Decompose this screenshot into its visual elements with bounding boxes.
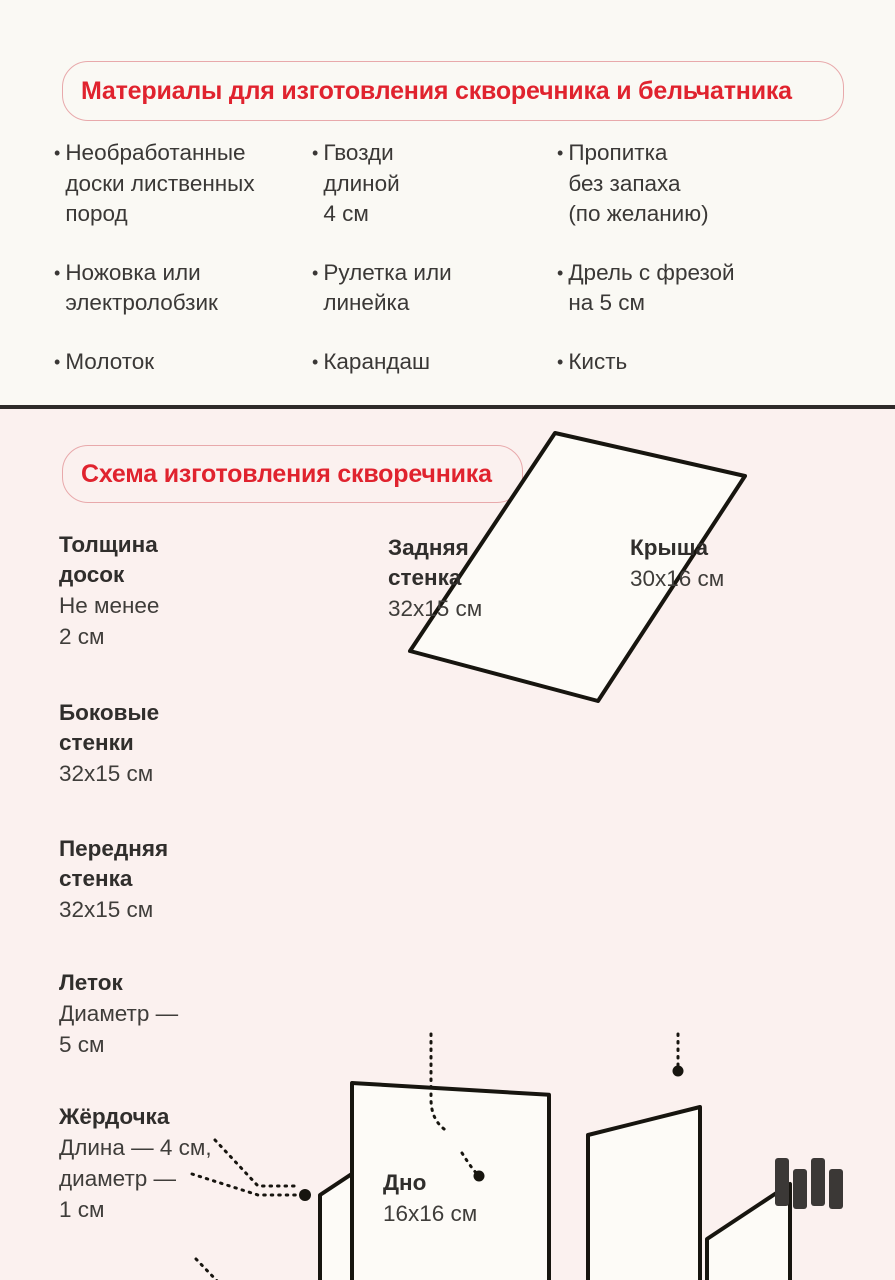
bullet-icon: • <box>557 262 564 283</box>
list-item-text: Карандаш <box>323 348 431 374</box>
materials-section: Материалы для изготовления скворечника и… <box>0 0 895 408</box>
materials-column-2: • Гвозди длиной 4 см • Рулетка или линей… <box>312 138 557 406</box>
list-item-text: Кисть <box>568 348 628 374</box>
bullet-icon: • <box>557 351 564 372</box>
label-subtitle: Не менее 2 см <box>59 593 160 649</box>
scheme-header-pill: Схема изготовления скворечника <box>62 445 523 503</box>
bullet-icon: • <box>312 262 319 283</box>
label-subtitle: 32х15 см <box>59 761 154 786</box>
materials-column-3: • Пропитка без запаха (по желанию) • Дре… <box>557 138 812 406</box>
materials-header-text: Материалы для изготовления скворечника и… <box>81 76 792 105</box>
list-item: • Пропитка без запаха (по желанию) <box>557 138 812 230</box>
label-title: Задняя стенка <box>388 535 469 590</box>
list-item: • Карандаш <box>312 347 557 378</box>
list-item-text: Дрель с фрезой на 5 см <box>568 259 735 316</box>
list-item-text: Ножовка или электролобзик <box>65 259 218 316</box>
label-title: Передняя стенка <box>59 836 169 891</box>
label-subtitle: 32х15 см <box>388 596 483 621</box>
list-item-text: Молоток <box>65 348 155 374</box>
bullet-icon: • <box>54 351 61 372</box>
brand-logo-icon <box>775 1158 847 1218</box>
bullet-icon: • <box>54 262 61 283</box>
list-item: • Дрель с фрезой на 5 см <box>557 258 812 319</box>
label-title: Леток <box>59 970 123 995</box>
bullet-icon: • <box>54 143 61 163</box>
scheme-header-text: Схема изготовления скворечника <box>81 459 492 488</box>
list-item: • Рулетка или линейка <box>312 258 557 319</box>
label-subtitle: 30х16 см <box>630 566 725 591</box>
materials-header-pill: Материалы для изготовления скворечника и… <box>62 61 844 121</box>
list-item: • Кисть <box>557 347 812 378</box>
label-subtitle: Диаметр — 5 см <box>59 1001 179 1057</box>
bullet-icon: • <box>312 143 319 163</box>
label-perch: Жёрдочка Длина — 4 см, диаметр — 1 см <box>59 1102 212 1225</box>
label-title: Жёрдочка <box>59 1104 170 1129</box>
logo-bar <box>829 1169 843 1209</box>
materials-grid: • Необработанные доски лиственных пород … <box>54 138 854 406</box>
label-subtitle: 16х16 см <box>383 1201 478 1226</box>
logo-bar <box>811 1158 825 1206</box>
label-front-wall: Передняя стенка 32х15 см <box>59 834 168 925</box>
label-subtitle: Длина — 4 см, диаметр — 1 см <box>59 1135 212 1222</box>
logo-bar <box>775 1158 789 1206</box>
bullet-icon: • <box>557 143 564 163</box>
label-side-walls: Боковые стенки 32х15 см <box>59 698 159 789</box>
label-title: Боковые стенки <box>59 700 160 755</box>
label-title: Крыша <box>630 535 708 560</box>
list-item-text: Необработанные доски лиственных пород <box>65 140 255 226</box>
label-back-wall: Задняя стенка 32х15 см <box>388 533 482 624</box>
list-item: • Необработанные доски лиственных пород <box>54 138 312 230</box>
label-subtitle: 32х15 см <box>59 897 154 922</box>
list-item-text: Рулетка или линейка <box>323 259 452 316</box>
bullet-icon: • <box>312 351 319 372</box>
list-item: • Ножовка или электролобзик <box>54 258 312 319</box>
label-entrance-hole: Леток Диаметр — 5 см <box>59 968 178 1060</box>
materials-column-1: • Необработанные доски лиственных пород … <box>54 138 312 406</box>
label-title: Толщина досок <box>59 532 158 587</box>
list-item-text: Пропитка без запаха (по желанию) <box>568 140 709 226</box>
list-item-text: Гвозди длиной 4 см <box>323 140 400 226</box>
section-divider <box>0 405 895 409</box>
label-board-thickness: Толщина досок Не менее 2 см <box>59 530 159 652</box>
logo-bar <box>793 1169 807 1209</box>
label-title: Дно <box>383 1170 427 1195</box>
label-bottom: Дно 16х16 см <box>383 1168 477 1229</box>
label-roof: Крыша 30х16 см <box>630 533 724 594</box>
list-item: • Гвозди длиной 4 см <box>312 138 557 230</box>
list-item: • Молоток <box>54 347 312 378</box>
